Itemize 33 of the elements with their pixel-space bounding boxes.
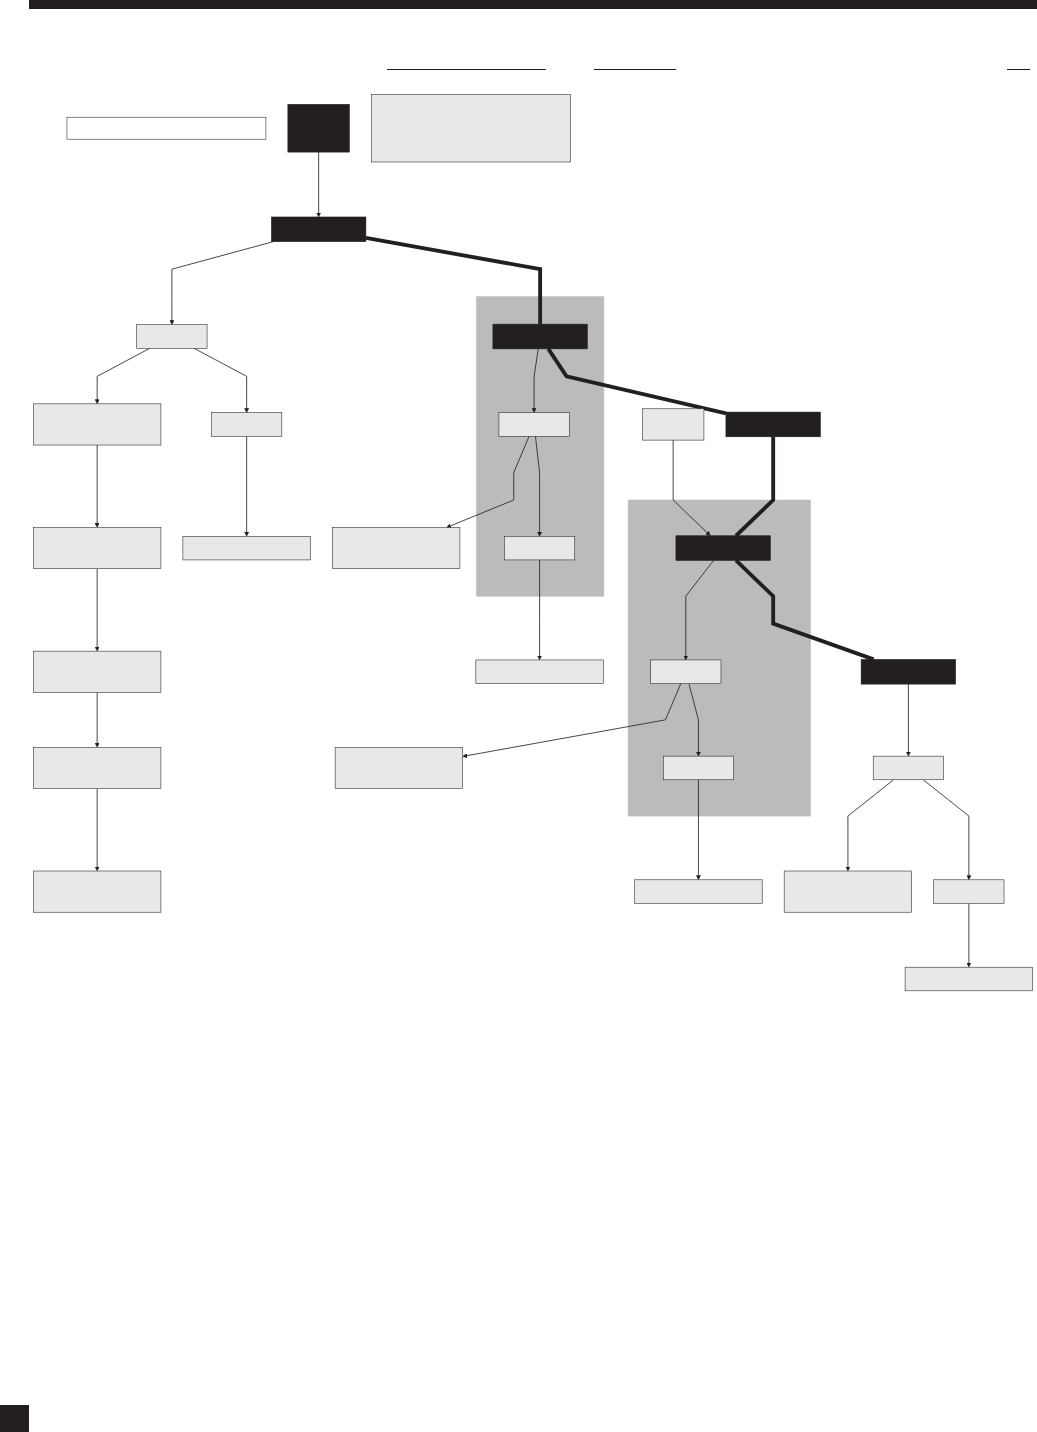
node-box: [334, 747, 463, 789]
node-box: [725, 411, 821, 438]
connector: [546, 347, 727, 416]
node-box: [642, 408, 705, 441]
node-box: [675, 535, 771, 561]
connector: [365, 235, 543, 325]
node-box: [271, 216, 367, 242]
node-box: [211, 412, 283, 437]
node-box: [475, 659, 604, 684]
node-box: [33, 527, 162, 569]
node-box: [287, 104, 350, 153]
node-box: [136, 324, 208, 349]
node-box: [872, 755, 944, 781]
cluster: [627, 499, 811, 817]
node-box: [504, 536, 576, 561]
node-box: [492, 323, 588, 350]
node-box: [33, 650, 162, 693]
node-box: [33, 747, 162, 789]
node-box: [650, 659, 722, 684]
node-box: [634, 879, 763, 904]
node-box: [933, 879, 1005, 904]
cluster: [476, 296, 605, 597]
node-box: [860, 659, 956, 685]
node-box: [66, 116, 267, 140]
node-box: [33, 403, 162, 446]
node-box: [33, 870, 162, 913]
node-box: [663, 755, 734, 781]
node-box: [332, 527, 461, 569]
node-box: [904, 966, 1033, 992]
node-box: [783, 870, 912, 913]
node-box: [498, 412, 570, 437]
node-box: [182, 536, 311, 561]
node-box: [371, 94, 571, 163]
